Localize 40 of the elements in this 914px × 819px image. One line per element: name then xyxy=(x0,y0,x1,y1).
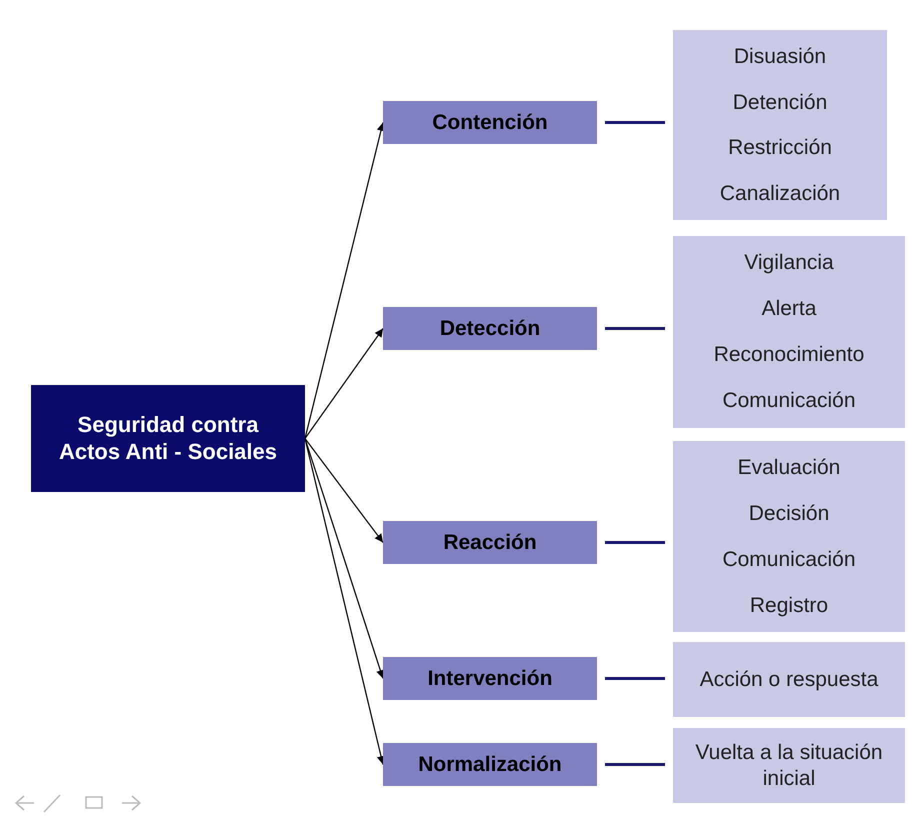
connector-line xyxy=(605,327,665,330)
item-label: Canalización xyxy=(720,180,840,206)
arrow xyxy=(304,122,386,439)
item-box xyxy=(673,30,887,220)
item-box xyxy=(673,642,905,717)
item-label: Acción o respuesta xyxy=(700,666,878,692)
item-label: Comunicación xyxy=(722,546,856,572)
connector-line xyxy=(605,677,665,680)
item-label: Restricción xyxy=(728,135,832,160)
item-box xyxy=(673,441,905,632)
category-label: Normalización xyxy=(418,752,562,776)
item-box xyxy=(673,236,905,428)
arrow xyxy=(304,438,384,543)
item-label: Disuasión xyxy=(734,44,826,70)
connector-line xyxy=(605,121,665,124)
item-label: Comunicación xyxy=(722,388,856,414)
category-box xyxy=(383,101,597,144)
item-label: Evaluación xyxy=(738,455,840,480)
category-box xyxy=(383,307,597,350)
category-box xyxy=(383,521,597,564)
category-box xyxy=(383,743,597,786)
item-label: Vuelta a la situación inicial xyxy=(694,740,884,791)
topic-label: Seguridad contra Actos Anti - Sociales xyxy=(58,412,278,465)
item-label: Registro xyxy=(750,592,828,618)
category-label: Detección xyxy=(440,316,540,340)
item-label: Alerta xyxy=(762,296,816,322)
category-box xyxy=(383,657,597,700)
item-label: Vigilancia xyxy=(744,250,834,276)
arrow xyxy=(304,438,384,679)
category-label: Contención xyxy=(432,110,548,134)
category-label: Intervención xyxy=(428,666,552,690)
item-box xyxy=(673,728,905,803)
item-label: Decisión xyxy=(748,501,830,526)
topic-box xyxy=(31,385,305,492)
connector-line xyxy=(605,541,665,544)
category-label: Reacción xyxy=(443,530,537,554)
item-label: Reconocimiento xyxy=(714,342,864,368)
item-label: Detención xyxy=(732,90,828,115)
connector-line xyxy=(605,763,665,766)
arrow xyxy=(304,328,384,439)
